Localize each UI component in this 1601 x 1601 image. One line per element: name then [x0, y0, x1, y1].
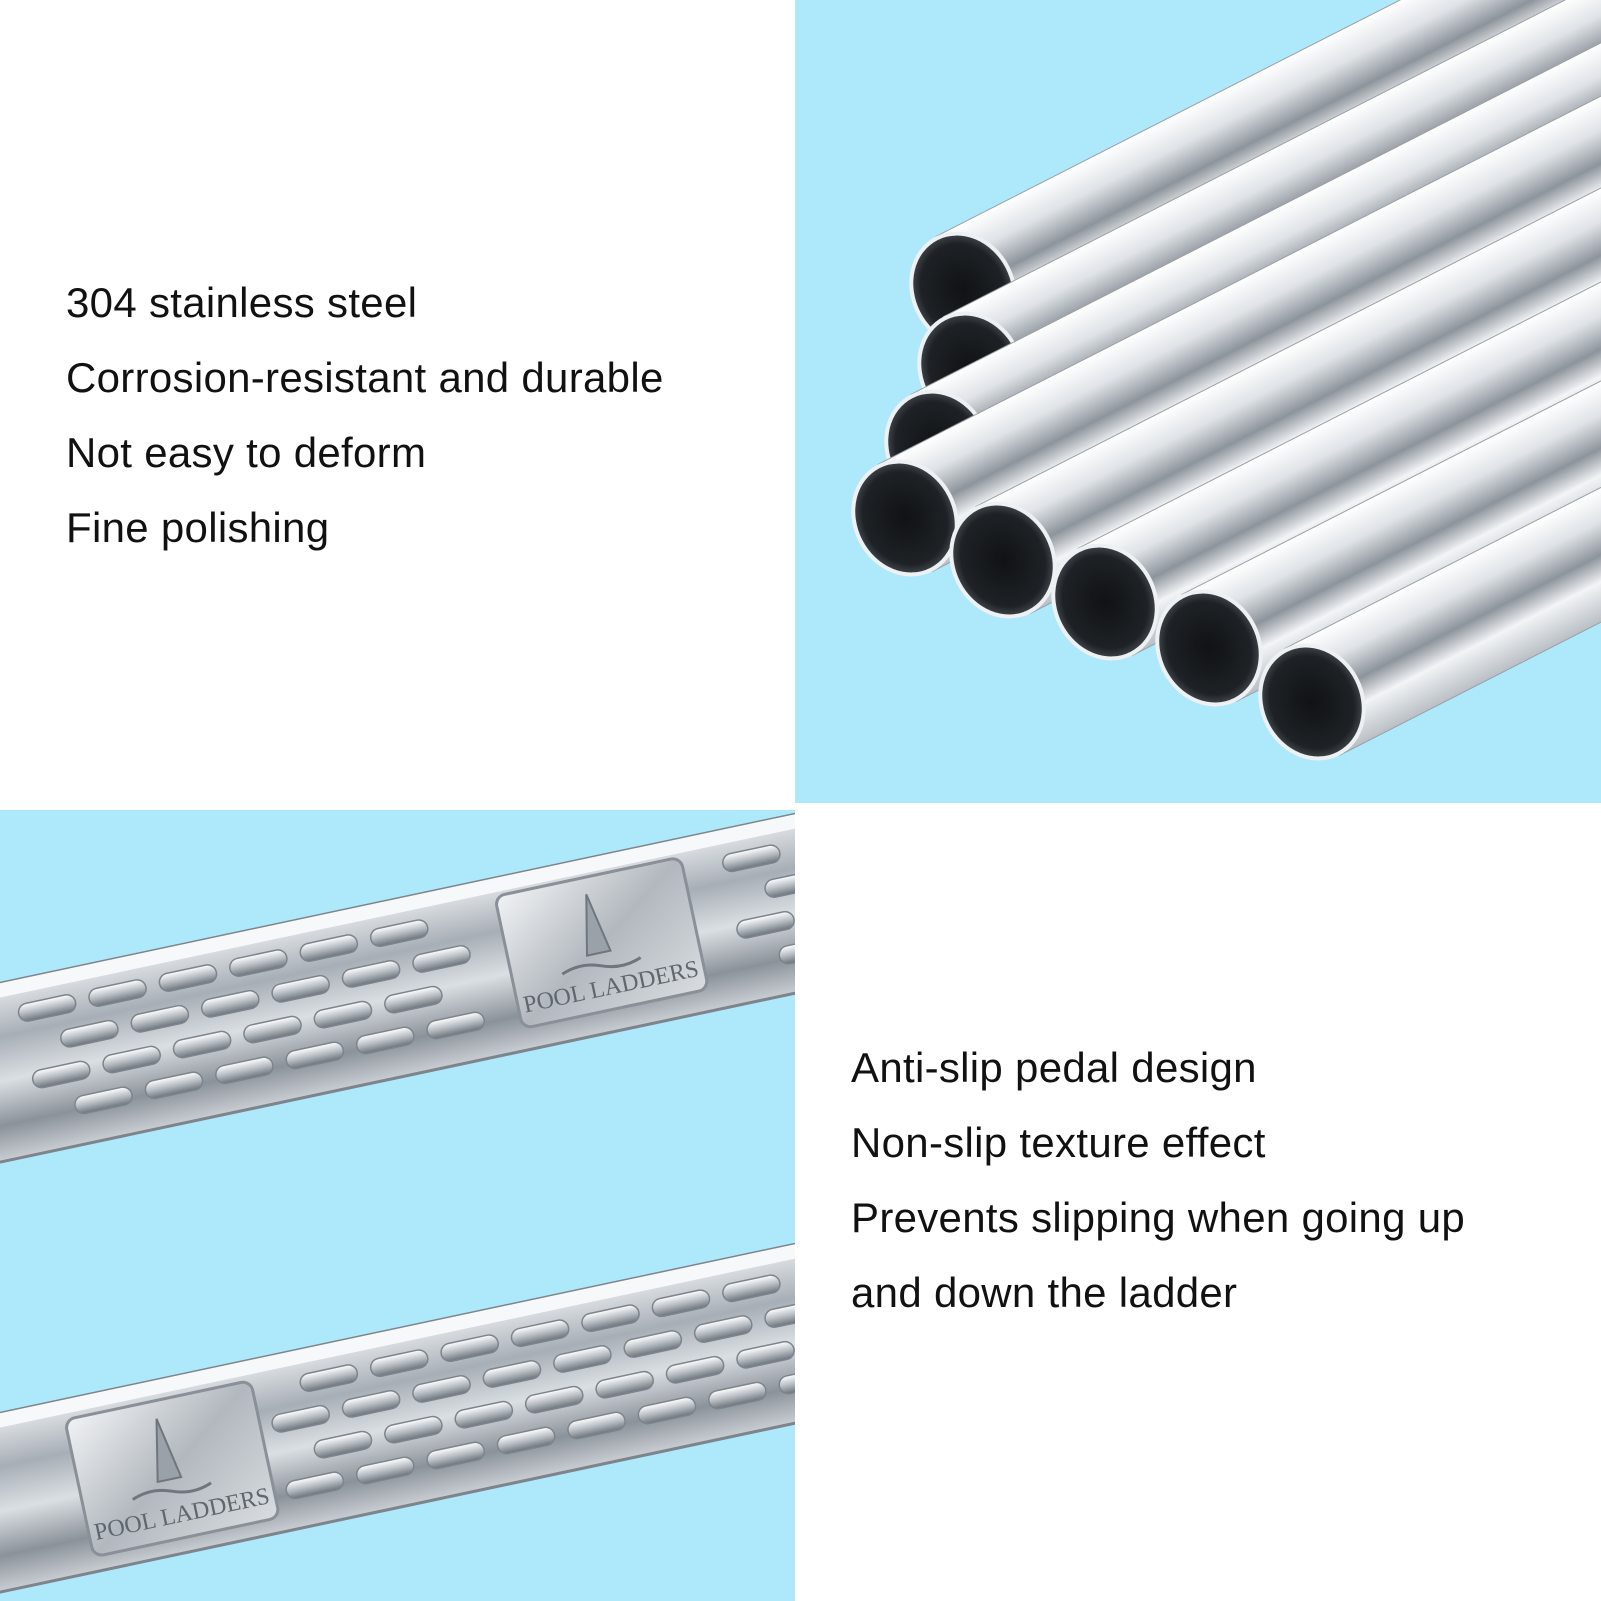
anti-slip-slot: [693, 1315, 753, 1343]
anti-slip-slot: [722, 844, 781, 873]
anti-slip-slot: [341, 1389, 401, 1418]
anti-slip-slot: [764, 870, 795, 898]
anti-slip-slot: [595, 1370, 654, 1399]
anti-slip-slot: [384, 1415, 443, 1444]
anti-slip-slot: [637, 1396, 697, 1425]
anti-slip-slot: [299, 934, 359, 963]
anti-slip-slot: [764, 1300, 795, 1328]
anti-slip-slot: [567, 1411, 626, 1440]
steel-tubes-illustration: [851, 0, 1601, 761]
anti-slip-slot: [651, 1289, 711, 1318]
anti-slip-slot: [524, 1385, 584, 1414]
anti-slip-slot: [355, 1456, 415, 1485]
anti-slip-slot: [384, 985, 443, 1014]
anti-slip-slot: [74, 1086, 133, 1115]
feature-item: 304 stainless steel: [66, 279, 418, 326]
anti-slip-slot: [144, 1071, 204, 1100]
anti-slip-slot: [313, 1000, 373, 1029]
anti-slip-slot: [581, 1304, 640, 1333]
anti-slip-slot: [736, 1340, 795, 1369]
anti-slip-slot: [665, 1355, 725, 1384]
feature-item: Non-slip texture effect: [851, 1119, 1266, 1166]
anti-slip-slot: [102, 1045, 161, 1074]
anti-slip-slot: [31, 1060, 91, 1089]
anti-slip-slot: [243, 1015, 302, 1044]
anti-slip-slot: [496, 1426, 556, 1455]
anti-slip-slot: [285, 1041, 345, 1070]
brand-plate: POOL LADDERS: [65, 1380, 280, 1557]
feature-item: Not easy to deform: [66, 429, 427, 476]
anti-slip-slot: [454, 1400, 514, 1429]
anti-slip-slot: [60, 1019, 119, 1048]
anti-slip-slot: [215, 1056, 274, 1085]
feature-item: Corrosion-resistant and durable: [66, 354, 664, 401]
anti-slip-slot: [299, 1364, 359, 1393]
anti-slip-slot: [778, 936, 795, 965]
brand-plate: POOL LADDERS: [495, 857, 709, 1029]
anti-slip-slot: [271, 974, 330, 1003]
anti-slip-slot: [285, 1471, 345, 1500]
anti-slip-slot: [172, 1030, 232, 1059]
feature-item: and down the ladder: [851, 1269, 1238, 1316]
anti-slip-slot: [553, 1345, 612, 1373]
anti-slip-slot: [88, 979, 147, 1007]
anti-slip-slot: [426, 1011, 485, 1040]
anti-slip-slot: [623, 1330, 683, 1358]
ladder-step-lower: POOL LADDERS: [0, 1236, 795, 1598]
anti-slip-slot: [355, 1026, 415, 1055]
anti-slip-slot: [426, 1441, 485, 1470]
anti-slip-slot: [200, 989, 260, 1018]
anti-slip-slot: [440, 1334, 499, 1363]
steel-tubes-photo: [795, 0, 1601, 803]
anti-slip-slot: [412, 1374, 471, 1403]
anti-slip-slot: [510, 1319, 570, 1348]
anti-slip-slot: [271, 1404, 330, 1433]
anti-slip-slot: [369, 919, 429, 948]
anti-slip-slot: [778, 1366, 795, 1395]
anti-slip-slot: [482, 1360, 542, 1388]
steel-tube: [1051, 139, 1601, 661]
anti-slip-slot: [229, 949, 288, 977]
material-features-list: 304 stainless steel Corrosion-resistant …: [66, 265, 664, 565]
anti-slip-slot: [708, 1381, 767, 1410]
steel-tube: [851, 55, 1601, 577]
anti-slip-slot: [722, 1274, 781, 1303]
feature-item: Anti-slip pedal design: [851, 1044, 1257, 1091]
ladder-steps-photo: POOL LADDERS POOL LADDERS: [0, 810, 795, 1601]
steel-tube: [1155, 185, 1601, 707]
anti-slip-slot: [158, 964, 218, 992]
anti-slip-features-panel: [795, 803, 1601, 1601]
ladder-step-upper: POOL LADDERS: [0, 810, 795, 1168]
anti-slip-slot: [17, 994, 77, 1022]
anti-slip-slot: [130, 1004, 190, 1033]
anti-slip-slot: [369, 1349, 429, 1378]
ladder-steps-illustration: POOL LADDERS POOL LADDERS: [0, 810, 795, 1598]
feature-item: Prevents slipping when going up: [851, 1194, 1466, 1241]
material-features-panel: 304 stainless steel Corrosion-resistant …: [0, 0, 795, 803]
anti-slip-slot: [412, 944, 471, 973]
feature-item: Fine polishing: [66, 504, 330, 551]
anti-slip-features-list: Anti-slip pedal design Non-slip texture …: [851, 1030, 1465, 1330]
anti-slip-slot: [736, 910, 795, 939]
anti-slip-slot: [341, 959, 401, 988]
steel-tube: [1258, 239, 1601, 761]
anti-slip-slot: [313, 1430, 373, 1459]
